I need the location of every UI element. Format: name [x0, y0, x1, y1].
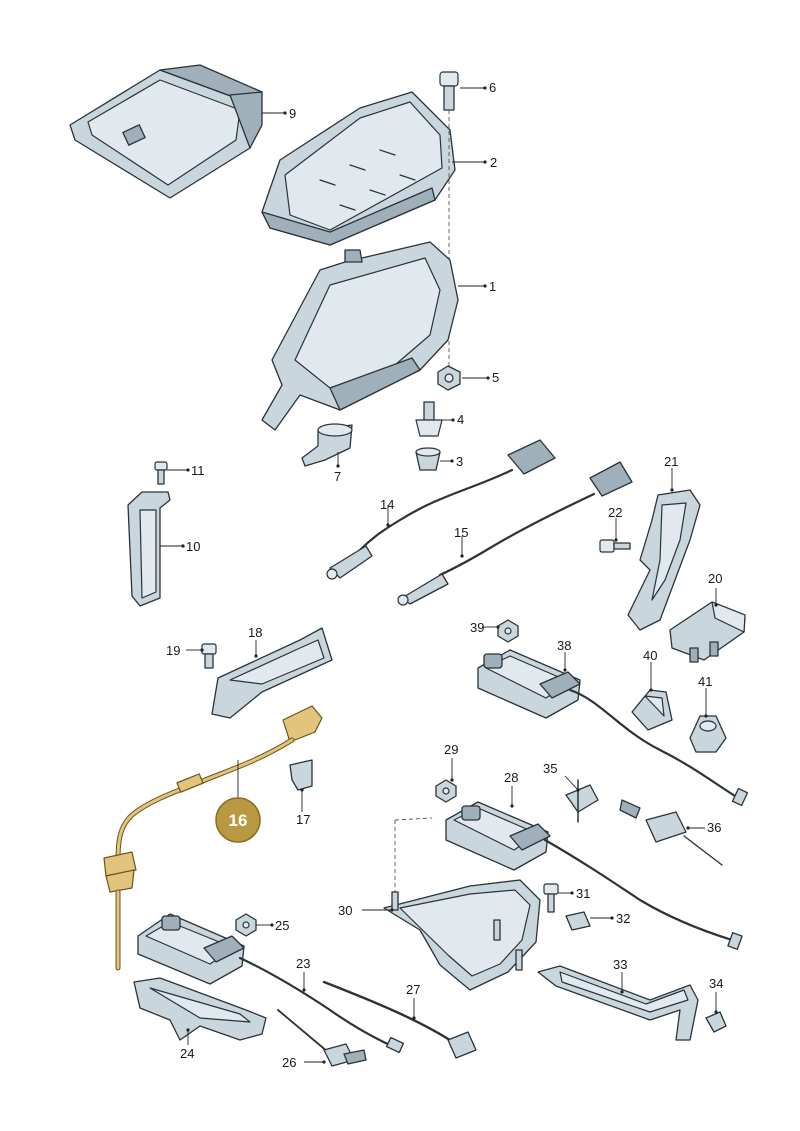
part-33-bracket[interactable]: [537, 965, 699, 1041]
callout-3: 3: [456, 454, 463, 469]
part-26-sensor[interactable]: [277, 1009, 367, 1067]
callout-27: 27: [406, 982, 420, 997]
part-34-clip[interactable]: [705, 992, 727, 1033]
callout-22: 22: [608, 505, 622, 520]
part-11-bolt[interactable]: [154, 461, 190, 485]
part-23-sensor-cable[interactable]: [302, 972, 306, 992]
callout-25: 25: [275, 918, 289, 933]
callout-33: 33: [613, 957, 627, 972]
callout-16: 16: [229, 811, 248, 830]
callout-30: 30: [338, 903, 352, 918]
callout-2: 2: [490, 155, 497, 170]
callout-39: 39: [470, 620, 484, 635]
part-29-nut[interactable]: [435, 758, 457, 803]
callout-26: 26: [282, 1055, 296, 1070]
callout-6: 6: [489, 80, 496, 95]
part-30-bracket[interactable]: [362, 879, 541, 991]
part-22-bolt[interactable]: [599, 518, 631, 553]
callout-10: 10: [186, 539, 200, 554]
part-15-oxygen-sensor[interactable]: [397, 461, 633, 606]
callout-31: 31: [576, 886, 590, 901]
callout-41: 41: [698, 674, 712, 689]
callout-18: 18: [248, 625, 262, 640]
assembly-axis-3: [394, 817, 433, 821]
callout-32: 32: [616, 911, 630, 926]
callout-21: 21: [664, 454, 678, 469]
part-7-damper[interactable]: [301, 423, 353, 468]
callout-17: 17: [296, 812, 310, 827]
callout-36: 36: [707, 820, 721, 835]
callout-1: 1: [489, 279, 496, 294]
part-40-holder[interactable]: [631, 662, 673, 731]
part-20-pressure-sensor[interactable]: [669, 588, 746, 663]
callout-7: 7: [334, 469, 341, 484]
part-3-grommet[interactable]: [415, 447, 454, 471]
callout-40: 40: [643, 648, 657, 663]
part-38-nox-sensor-unit[interactable]: [477, 649, 749, 807]
callout-5: 5: [492, 370, 499, 385]
part-5-nut[interactable]: [437, 365, 490, 391]
part-28-nox-sensor-unit[interactable]: [445, 786, 743, 950]
callout-35: 35: [543, 761, 557, 776]
part-31-bolt[interactable]: [543, 883, 574, 913]
part-17-clip[interactable]: [289, 759, 313, 812]
callout-28: 28: [504, 770, 518, 785]
part-39-nut[interactable]: [482, 619, 519, 643]
highlight-badge: [215, 797, 261, 843]
callout-11: 11: [191, 463, 205, 478]
part-4-stud[interactable]: [415, 401, 455, 437]
part-32-clip-nut[interactable]: [565, 911, 614, 931]
callout-4: 4: [457, 412, 464, 427]
part-1-housing[interactable]: [261, 241, 487, 431]
part-41-clip[interactable]: [689, 688, 727, 753]
callout-15: 15: [454, 525, 468, 540]
callout-24: 24: [180, 1046, 194, 1061]
callout-14: 14: [380, 497, 394, 512]
part-36-cable-holder[interactable]: [619, 799, 723, 866]
part-14-oxygen-sensor[interactable]: [326, 439, 556, 580]
part-35-clamp[interactable]: [564, 775, 599, 823]
callout-38: 38: [557, 638, 571, 653]
part-24-bracket[interactable]: [133, 977, 267, 1045]
callout-34: 34: [709, 976, 723, 991]
callout-29: 29: [444, 742, 458, 757]
callout-labels: 2 6 9 1 5 4 3 7 11 10 14 15 21 22 20 18 …: [166, 80, 723, 1070]
part-9-control-unit[interactable]: [69, 64, 287, 199]
part-21-bracket[interactable]: [627, 468, 701, 631]
callout-19: 19: [166, 643, 180, 658]
callout-23: 23: [296, 956, 310, 971]
lower-nox-sensor-unit[interactable]: [137, 913, 405, 1054]
callout-9: 9: [289, 106, 296, 121]
callout-20: 20: [708, 571, 722, 586]
part-16-exhaust-gas-temperature-sensor[interactable]: [103, 705, 323, 971]
part-25-nut[interactable]: [235, 913, 274, 937]
part-2-cover[interactable]: [261, 91, 487, 246]
part-6-bolt[interactable]: [439, 71, 487, 111]
part-10-bracket[interactable]: [127, 491, 185, 607]
part-27-sensor[interactable]: [322, 980, 477, 1059]
part-19-bolt[interactable]: [186, 643, 217, 669]
part-18-bracket[interactable]: [211, 627, 333, 719]
